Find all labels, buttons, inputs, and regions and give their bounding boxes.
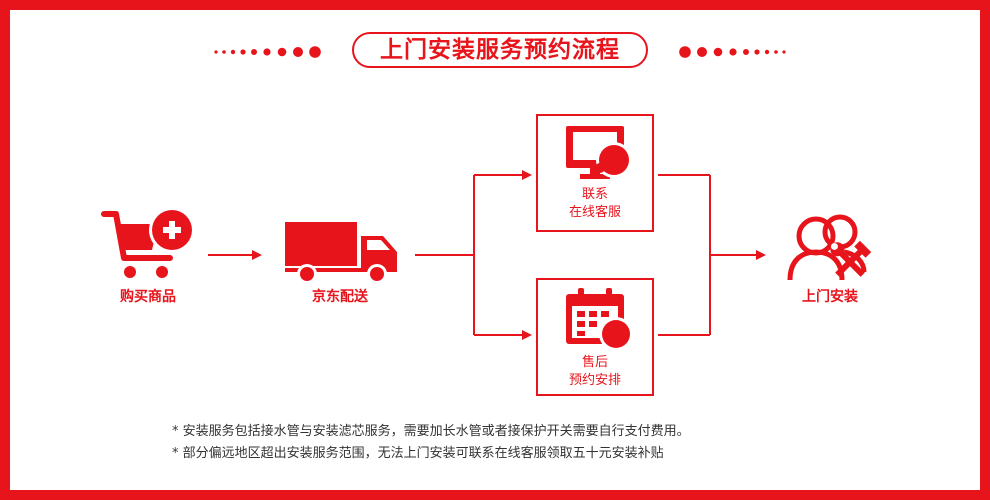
step-buy-label: 购买商品 [120,289,176,305]
step-contact-label-line1: 联系 [581,187,608,202]
step-schedule-label-line1: 售后 [581,355,608,370]
cart-plus-icon [100,206,196,286]
step-install-label: 上门安装 [802,289,858,305]
note-line-1: * 安装服务包括接水管与安装滤芯服务，需要加长水管或者接保护开关需要自行支付费用… [172,424,690,439]
title-section: 上门安装服务预约流程 [0,28,990,76]
step-schedule-label-line2: 预约安排 [568,373,621,388]
technician-tools-icon [786,212,882,284]
calendar-icon [564,286,636,352]
monitor-chat-icon [564,124,636,184]
step-contact-box: 联系 在线客服 [536,114,654,232]
left-dots-decoration [212,28,324,76]
page-title: 上门安装服务预约流程 [352,32,648,68]
step-schedule-box: 售后 预约安排 [536,278,654,396]
note-line-2: * 部分偏远地区超出安装服务范围，无法上门安装可联系在线客服领取五十元安装补贴 [172,446,664,461]
step-delivery-label: 京东配送 [312,289,368,305]
right-dots-decoration [676,28,788,76]
step-contact-label-line2: 在线客服 [568,205,621,220]
truck-icon [283,220,401,286]
